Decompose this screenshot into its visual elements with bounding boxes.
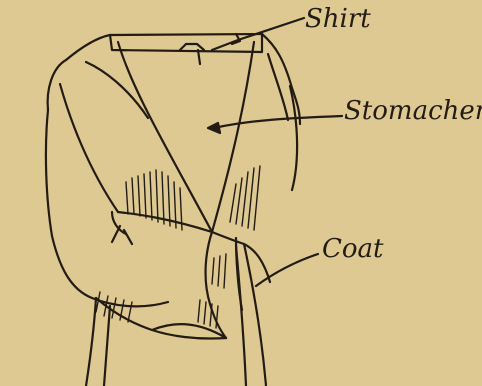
- label-shirt: Shirt: [305, 4, 371, 34]
- label-stomacher: Stomacher: [344, 96, 482, 126]
- left-lapel: [48, 35, 110, 110]
- label-coat: Coat: [322, 234, 384, 264]
- stomacher-pointer: [214, 116, 342, 128]
- left-sleeve: [46, 110, 168, 306]
- right-sleeve: [212, 232, 270, 282]
